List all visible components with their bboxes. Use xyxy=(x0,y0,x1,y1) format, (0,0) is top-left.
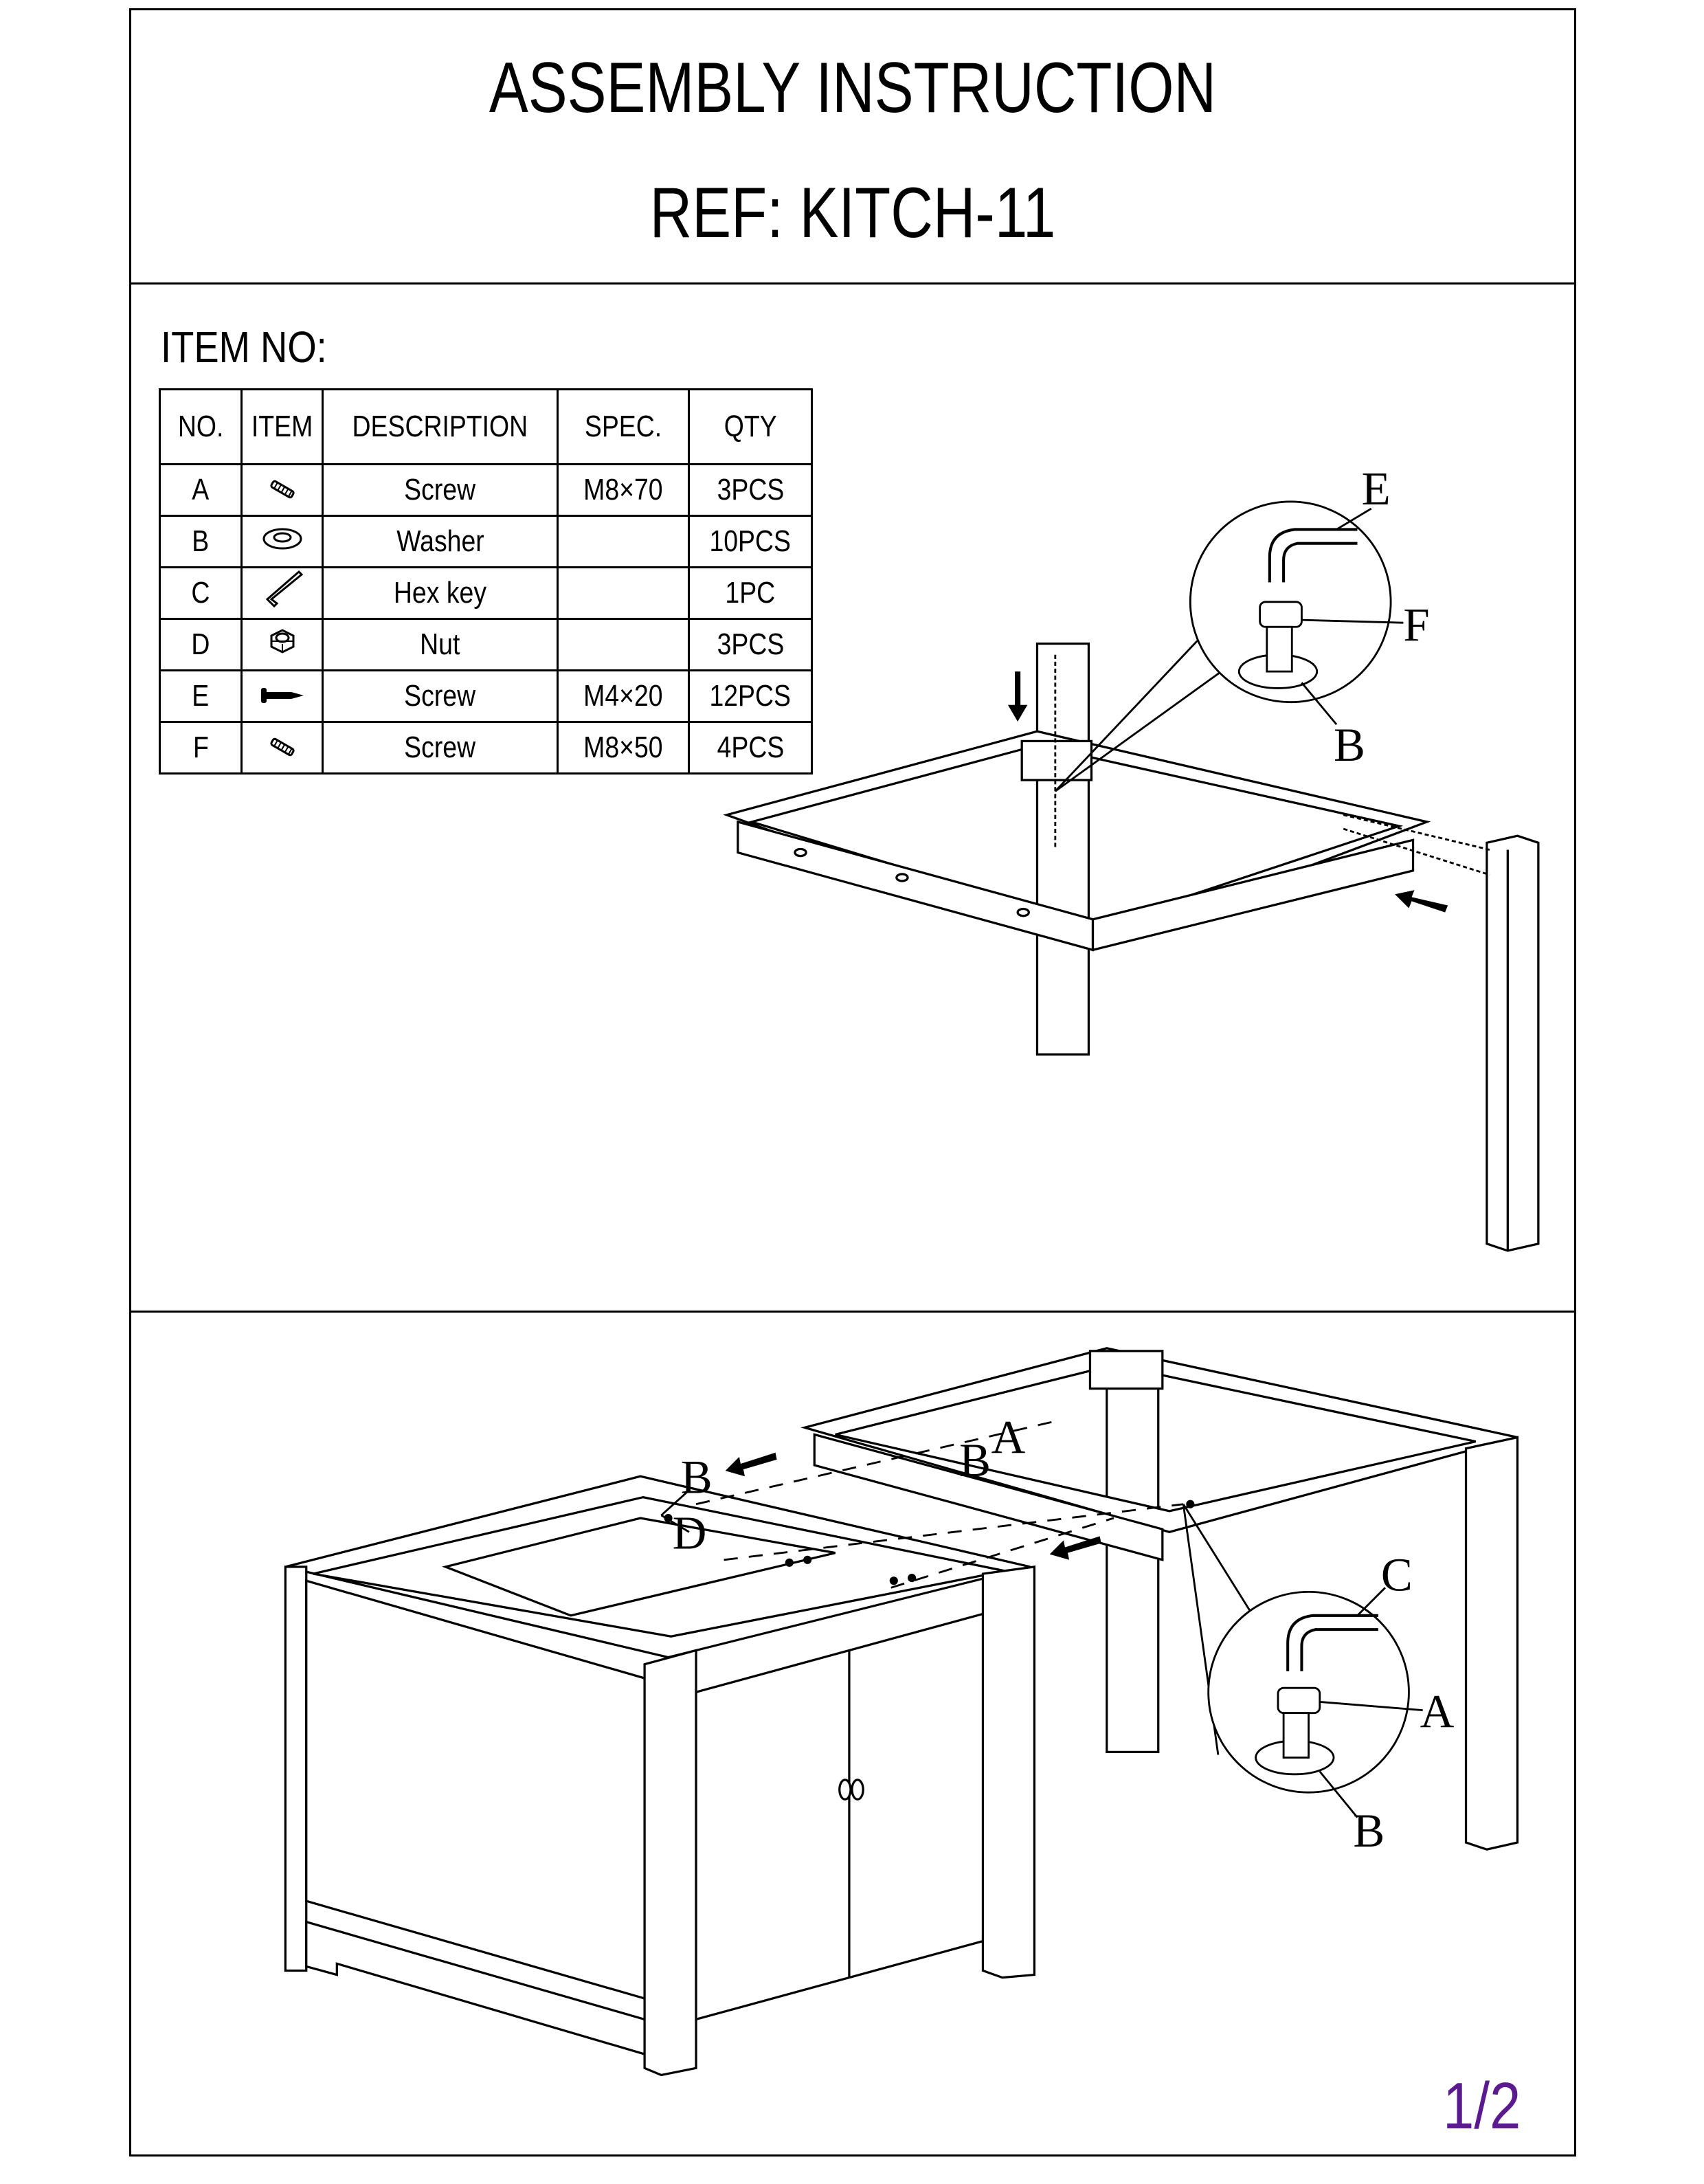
header-divider xyxy=(129,282,1576,285)
column-header: SPEC. xyxy=(557,388,690,465)
page-number: 1/2 xyxy=(1443,2069,1521,2143)
callout-label-a: A xyxy=(991,1411,1026,1463)
step-divider xyxy=(129,1311,1576,1313)
loose-leg xyxy=(1486,834,1540,1252)
callout-label-b: B xyxy=(1334,719,1365,771)
callout-label-e: E xyxy=(1362,463,1391,515)
table-row: D Nut 3PCS xyxy=(159,618,813,671)
callout-label-c: C xyxy=(1381,1548,1413,1601)
back-leg xyxy=(1035,642,1090,1056)
parts-heading: ITEM NO: xyxy=(161,322,327,372)
hex-key-icon xyxy=(240,566,324,620)
bolt-icon xyxy=(240,463,324,517)
bolt-icon xyxy=(240,721,324,775)
table-row: A Screw M8×70 3PCS xyxy=(159,463,813,517)
side-rail xyxy=(1091,838,1415,952)
callout-label-a: A xyxy=(1420,1685,1455,1737)
page-border xyxy=(129,8,1576,2157)
callout-label-d: D xyxy=(673,1507,707,1559)
door-knob xyxy=(838,1779,852,1801)
table-header-row: NO. ITEM DESCRIPTION SPEC. QTY xyxy=(159,388,813,465)
parts-table: NO. ITEM DESCRIPTION SPEC. QTY A Screw M… xyxy=(159,388,813,775)
table-row: F Screw M8×50 4PCS xyxy=(159,721,813,775)
callout-label-b: B xyxy=(1353,1805,1384,1857)
reference-code: REF: KITCH-11 xyxy=(649,173,1056,253)
arrow-left-icon xyxy=(1395,890,1448,913)
frame-front-rail xyxy=(813,1433,1164,1561)
cabinet-left-post xyxy=(284,1565,308,1972)
arrow-left-icon xyxy=(1049,1536,1101,1560)
table-row: B Washer 10PCS xyxy=(159,515,813,568)
frame-right-leg xyxy=(1464,1436,1519,1851)
frame-back-leg xyxy=(1106,1384,1160,1754)
door-knob xyxy=(851,1779,864,1801)
frame-corner-bracket xyxy=(1088,1350,1164,1390)
washer-icon xyxy=(240,515,324,568)
arrow-down-icon xyxy=(1007,671,1028,722)
callout-label-f: F xyxy=(1403,599,1429,651)
column-header: DESCRIPTION xyxy=(322,388,559,465)
arrow-left-icon xyxy=(725,1452,777,1477)
page-title: ASSEMBLY INSTRUCTION xyxy=(489,48,1217,128)
callout-label-b: B xyxy=(681,1451,713,1504)
cabinet-right-post xyxy=(981,1565,1036,1979)
column-header: ITEM xyxy=(240,388,324,465)
column-header: QTY xyxy=(688,388,813,465)
table-row: E Screw M4×20 12PCS xyxy=(159,669,813,723)
column-header: NO. xyxy=(159,388,243,465)
nut-icon xyxy=(240,618,324,671)
table-row: C Hex key 1PC xyxy=(159,566,813,620)
direction-arrows xyxy=(1007,671,1448,913)
wood-screw-icon xyxy=(240,669,324,723)
callout-label-b: B xyxy=(959,1434,991,1486)
cabinet-front-post xyxy=(643,1649,697,2077)
